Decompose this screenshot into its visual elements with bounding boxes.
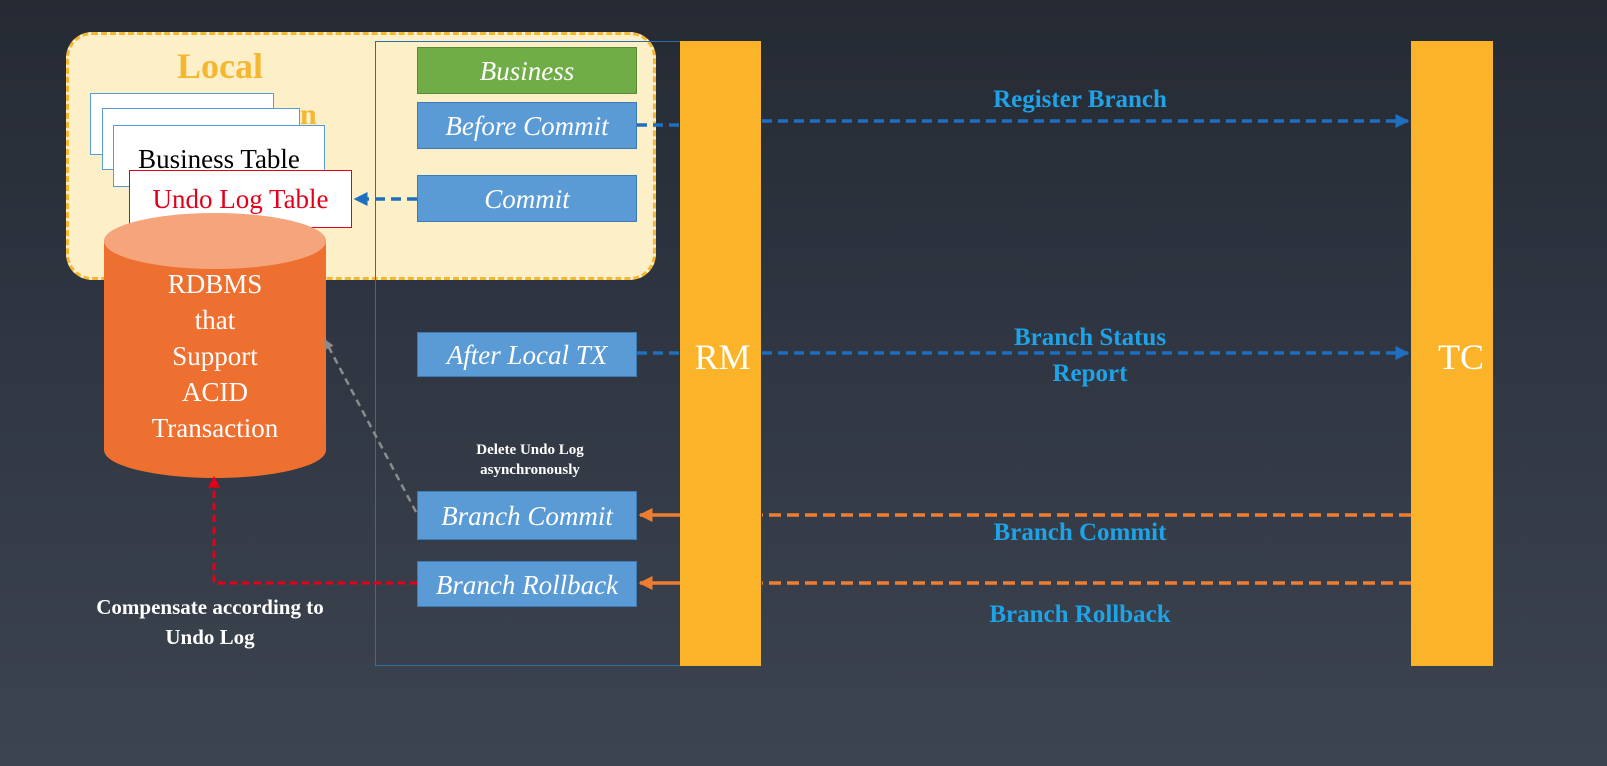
rm-bar <box>680 41 761 666</box>
delete-undo-log-note: Delete Undo Log asynchronously <box>430 440 630 480</box>
compensate-line: Undo Log <box>165 625 255 649</box>
hidden-title-fragment: n <box>300 102 317 128</box>
rm-label: RM <box>694 337 751 377</box>
branch-rollback-box: Branch Rollback <box>417 561 637 607</box>
database-label-line: RDBMS <box>167 269 263 299</box>
delete-undo-log-line: Delete Undo Log <box>476 442 584 458</box>
tc-bar <box>1411 41 1493 666</box>
branch-commit-box: Branch Commit <box>417 491 637 540</box>
after-local-tx-box: After Local TX <box>417 332 637 377</box>
database-label: RDBMS that Support ACID Transaction <box>104 266 326 446</box>
database-label-line: ACID <box>182 377 248 407</box>
commit-box: Commit <box>417 175 637 222</box>
database-cylinder-body <box>104 240 326 450</box>
branch-status-report-label: Branch Status Report <box>940 320 1240 392</box>
database-label-line: Transaction <box>151 413 279 443</box>
database-label-line: Support <box>172 341 258 371</box>
branch-commit-label: Branch Commit <box>993 519 1167 546</box>
tc-label: TC <box>1437 337 1484 377</box>
branch-status-report-line: Report <box>1052 360 1128 387</box>
branch-status-report-line: Branch Status <box>1013 324 1167 351</box>
branch-rollback-label: Branch Rollback <box>989 601 1171 628</box>
database-cylinder-bottom <box>104 422 326 478</box>
delete-undo-log-line: asynchronously <box>480 462 580 478</box>
database-cylinder-top <box>104 213 326 269</box>
register-branch-label: Register Branch <box>993 86 1167 113</box>
compensate-note: Compensate according to Undo Log <box>55 592 365 652</box>
before-commit-box: Before Commit <box>417 102 637 149</box>
compensate-line: Compensate according to <box>96 595 324 619</box>
business-box: Business <box>417 47 637 94</box>
database-label-line: that <box>194 305 236 335</box>
local-title: Local <box>177 46 263 86</box>
